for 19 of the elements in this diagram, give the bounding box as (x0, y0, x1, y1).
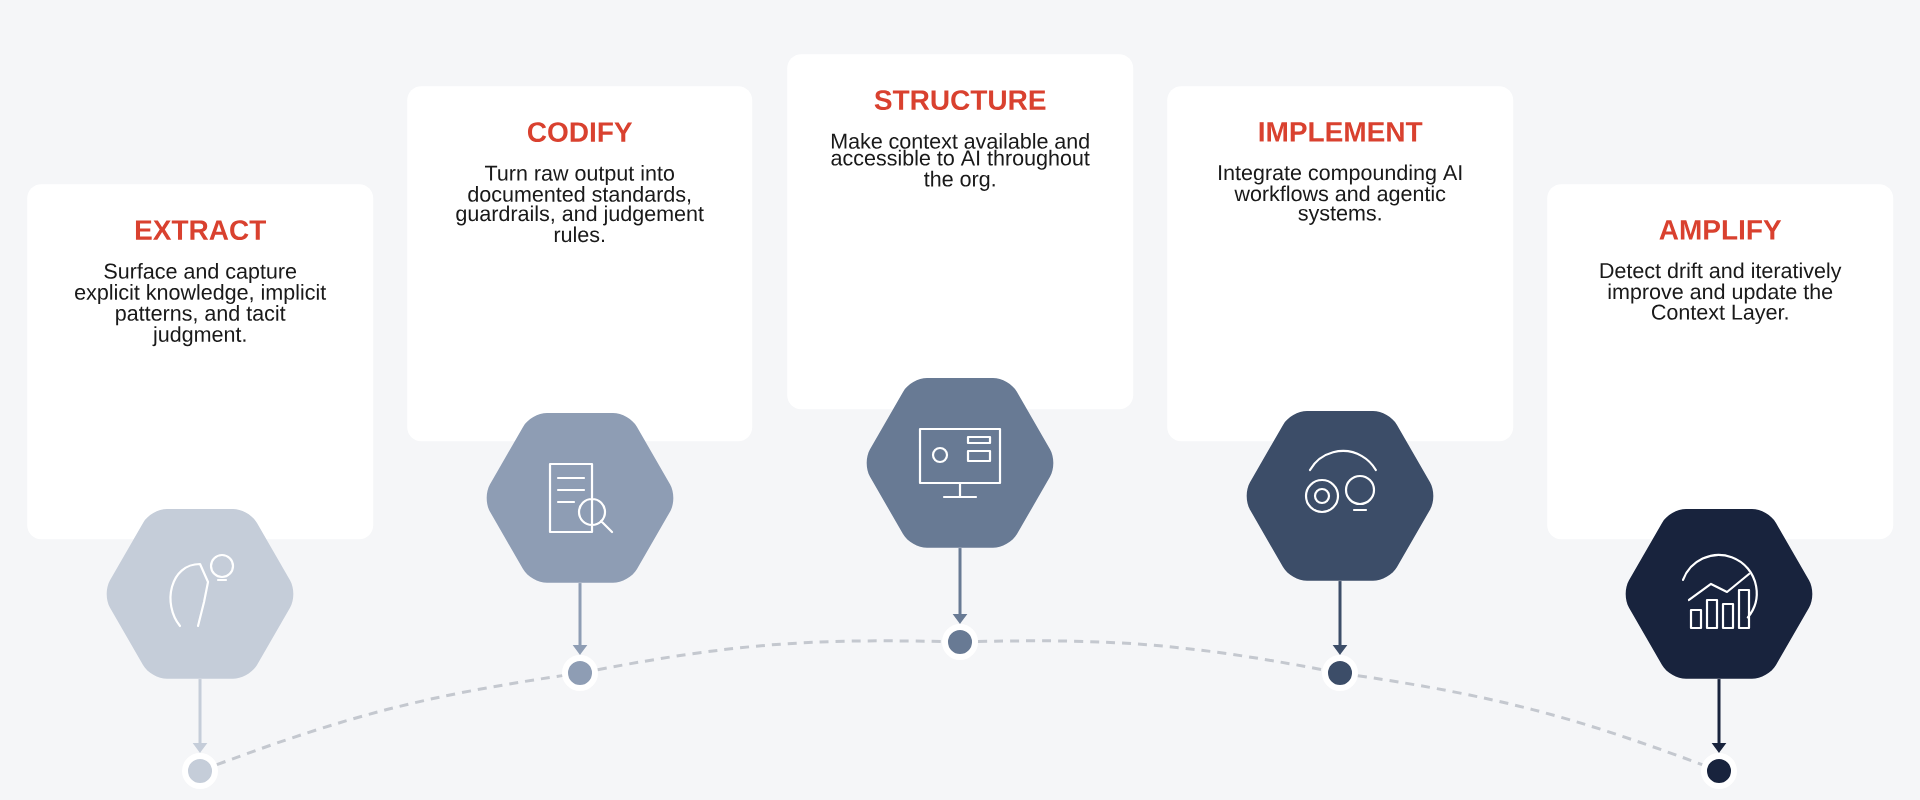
step-card: EXTRACT Surface and capture explicit knowledge, implicit patterns, and tacit judgment. (27, 184, 374, 540)
hexagon-badge (866, 378, 1054, 548)
hexagon-badge (1246, 411, 1434, 581)
timeline-dot (182, 753, 218, 789)
dashed-connector (216, 674, 563, 767)
step-card: STRUCTURE Make context available and accessible to AI throughout the org. (787, 54, 1134, 410)
step-card: IMPLEMENT Integrate compounding AI workflows and agentic systems. (1167, 86, 1514, 442)
dashed-connector (1357, 674, 1703, 767)
timeline-dot (1701, 753, 1737, 789)
hexagon-badge (486, 413, 674, 583)
timeline-dot (562, 655, 598, 691)
hexagon-badge (106, 509, 294, 679)
timeline-dot (942, 624, 978, 660)
step-card: CODIFY Turn raw output into documented standards, guardrails, and judgement rules. (407, 86, 753, 442)
hexagon-badge (1625, 509, 1813, 679)
dashed-connector (597, 639, 943, 672)
dashed-connector (977, 639, 1323, 672)
step-card: AMPLIFY Detect drift and iteratively improve and update the Context Layer. (1547, 184, 1894, 540)
timeline-dot (1322, 655, 1358, 691)
